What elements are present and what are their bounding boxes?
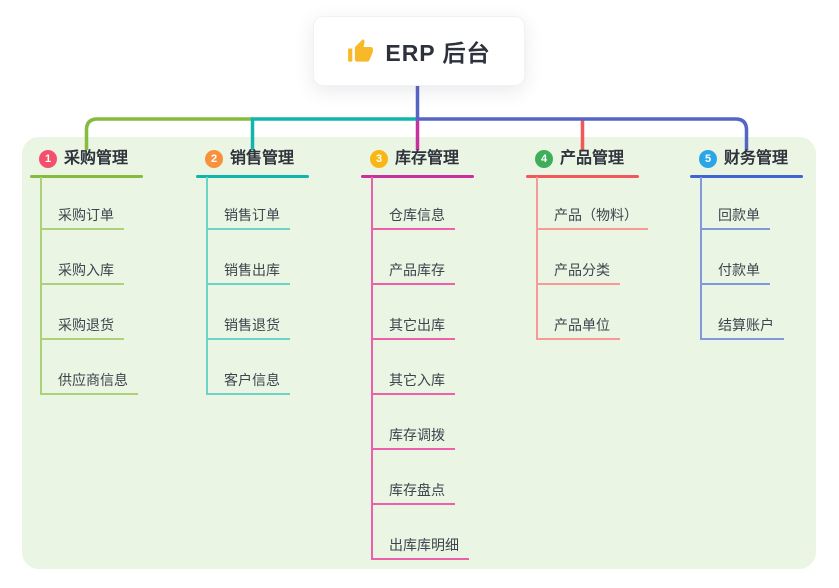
branch-underline <box>690 175 803 178</box>
branch-number-badge: 5 <box>699 150 717 168</box>
child-node[interactable]: 其它入库 <box>371 368 455 395</box>
child-node[interactable]: 销售出库 <box>206 258 290 285</box>
child-node[interactable]: 回款单 <box>700 203 770 230</box>
child-node[interactable]: 出库库明细 <box>371 533 469 560</box>
child-node[interactable]: 结算账户 <box>700 313 784 340</box>
child-node[interactable]: 产品库存 <box>371 258 455 285</box>
branch-number-badge: 4 <box>535 150 553 168</box>
child-node[interactable]: 采购订单 <box>40 203 124 230</box>
branches-background-panel <box>22 137 816 569</box>
branch-underline <box>196 175 309 178</box>
branch-trunk-line <box>700 177 702 340</box>
branch-number-badge: 1 <box>39 150 57 168</box>
child-node[interactable]: 仓库信息 <box>371 203 455 230</box>
child-node[interactable]: 销售订单 <box>206 203 290 230</box>
child-node[interactable]: 产品分类 <box>536 258 620 285</box>
child-node[interactable]: 客户信息 <box>206 368 290 395</box>
child-node[interactable]: 销售退货 <box>206 313 290 340</box>
branch-title[interactable]: 库存管理 <box>395 150 460 167</box>
child-node[interactable]: 采购入库 <box>40 258 124 285</box>
branch-underline <box>361 175 474 178</box>
child-node[interactable]: 产品（物料） <box>536 203 648 230</box>
branch-number-badge: 3 <box>370 150 388 168</box>
branch-title[interactable]: 销售管理 <box>230 150 295 167</box>
child-node[interactable]: 库存调拨 <box>371 423 455 450</box>
child-node[interactable]: 产品单位 <box>536 313 620 340</box>
branch-trunk-line <box>536 177 538 340</box>
child-node[interactable]: 库存盘点 <box>371 478 455 505</box>
branch-underline <box>526 175 639 178</box>
branch-title[interactable]: 财务管理 <box>724 150 789 167</box>
branch-trunk-line <box>40 177 42 395</box>
child-node[interactable]: 供应商信息 <box>40 368 138 395</box>
branch-title[interactable]: 产品管理 <box>560 150 625 167</box>
branch-trunk-line <box>371 177 373 560</box>
branch-number-badge: 2 <box>205 150 223 168</box>
branch-underline <box>30 175 143 178</box>
branch-trunk-line <box>206 177 208 395</box>
child-node[interactable]: 其它出库 <box>371 313 455 340</box>
branch-title[interactable]: 采购管理 <box>64 150 129 167</box>
root-node[interactable]: ERP 后台 <box>313 16 525 86</box>
thumbs-up-icon <box>348 38 374 62</box>
child-node[interactable]: 付款单 <box>700 258 770 285</box>
root-title: ERP 后台 <box>385 40 491 66</box>
child-node[interactable]: 采购退货 <box>40 313 124 340</box>
